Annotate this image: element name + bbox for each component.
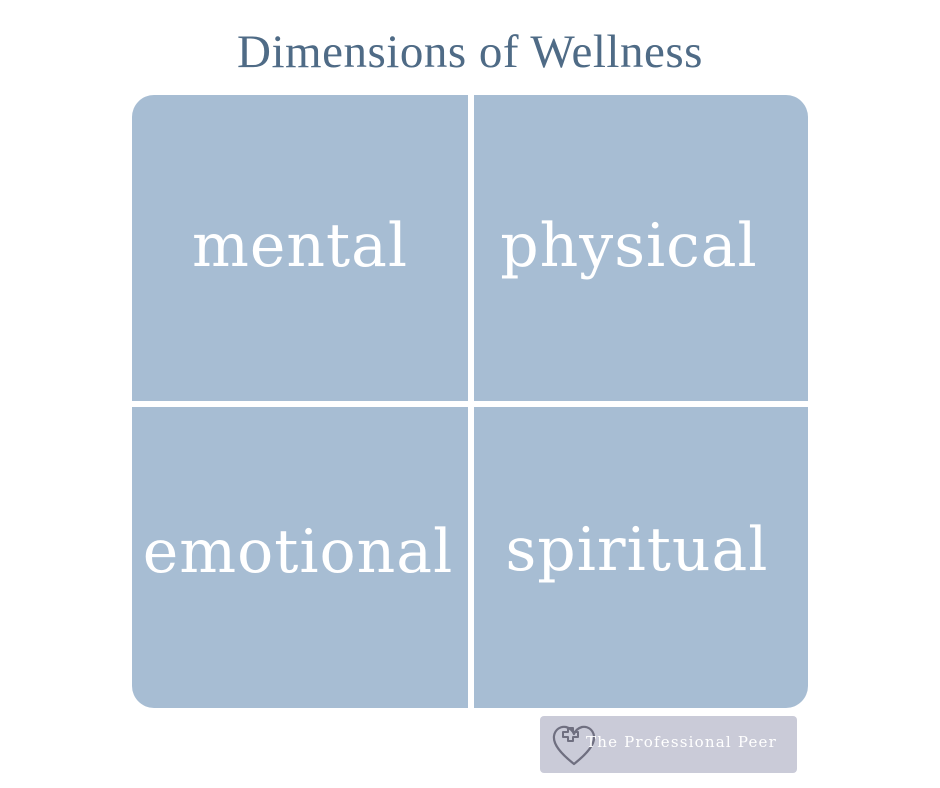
- tile-mental: mental: [132, 95, 468, 401]
- brand-badge: The Professional Peer: [540, 716, 797, 773]
- brand-name: The Professional Peer: [586, 733, 777, 751]
- tile-physical: physical: [474, 95, 808, 401]
- heart-cross-icon: [552, 725, 596, 766]
- tile-physical-label: physical: [500, 211, 758, 281]
- tile-emotional: emotional: [132, 407, 468, 708]
- tile-mental-label: mental: [191, 211, 409, 281]
- tile-emotional-label: emotional: [142, 516, 454, 587]
- page-title: Dimensions of Wellness: [237, 26, 703, 78]
- tile-spiritual: spiritual: [474, 407, 808, 708]
- tile-spiritual-label: spiritual: [505, 514, 769, 585]
- wellness-grid: mental physical emotional spiritual: [132, 95, 808, 708]
